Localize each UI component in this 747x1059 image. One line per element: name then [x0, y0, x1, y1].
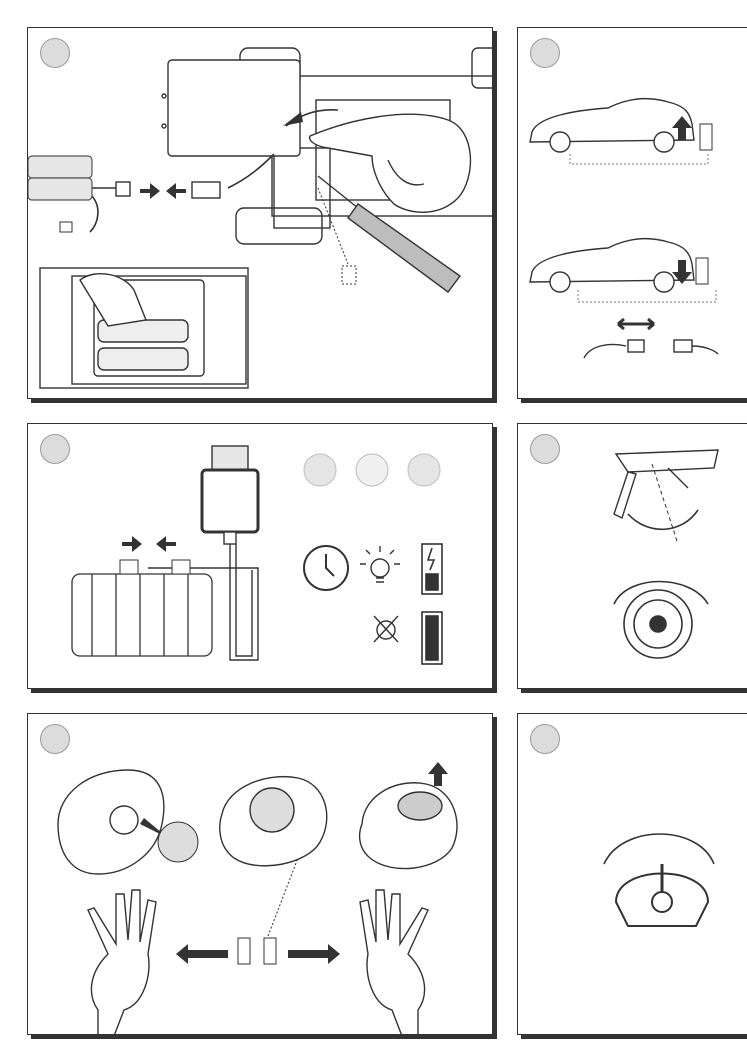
- spoiler-wheel-illustration: [518, 424, 747, 689]
- panel-battery-install: [27, 27, 493, 399]
- arrow-up-icon: [428, 762, 448, 786]
- connector-socket-icon: [192, 182, 220, 198]
- plug-detail-icon: [408, 454, 440, 486]
- connector-plug-icon: [116, 182, 130, 196]
- left-hand-icon: [88, 890, 156, 1035]
- arrow-right-icon: [122, 536, 142, 552]
- arrow-left-icon: [176, 944, 228, 964]
- adapter-icon: [304, 454, 336, 486]
- car-height-illustration: [518, 28, 747, 399]
- usb-charging-illustration: [28, 424, 493, 689]
- aa-batteries-inset: [40, 268, 248, 388]
- panel-car-height: [517, 27, 747, 399]
- arrow-left-icon: [156, 536, 176, 552]
- battery-full-icon: [422, 612, 442, 664]
- panel-spoiler-wheel: [517, 423, 747, 689]
- wheel-icon: [624, 590, 692, 658]
- panel-usb-charging: [27, 423, 493, 689]
- screw-icon: [342, 266, 356, 284]
- outlet-icon: [356, 454, 388, 486]
- connector-icon: [584, 340, 718, 358]
- bulb-off-icon: [374, 616, 398, 642]
- battery-install-illustration: [28, 28, 493, 399]
- double-arrow-icon: [618, 319, 654, 329]
- arrow-right-icon: [140, 183, 160, 199]
- arrow-left-icon: [166, 183, 186, 199]
- car-raised-icon: [530, 99, 694, 152]
- right-hand-icon: [360, 890, 428, 1035]
- battery-pack-icon: [28, 156, 92, 200]
- trim-dial-illustration: [518, 714, 747, 1035]
- switch-right-icon: [264, 938, 276, 964]
- battery-box-icon: [168, 60, 300, 156]
- trim-dial-icon: [616, 864, 708, 926]
- panel-controller-hand: [27, 713, 493, 1035]
- clock-icon: [304, 546, 348, 590]
- rotate-arrow-icon: [604, 834, 714, 864]
- battery-pack-icon: [72, 574, 212, 656]
- rotate-arrow-icon: [628, 510, 698, 529]
- wheel-knob-icon: [158, 822, 198, 862]
- bulb-icon: [360, 546, 400, 582]
- switch-down-icon: [696, 258, 708, 284]
- panel-trim-dial: [517, 713, 747, 1035]
- usb-plug-icon: [202, 446, 258, 544]
- arrow-right-icon: [288, 944, 340, 964]
- hand-icon: [310, 114, 471, 212]
- controller-hand-illustration: [28, 714, 493, 1035]
- switch-left-icon: [238, 938, 250, 964]
- switch-up-icon: [700, 124, 712, 150]
- car-lowered-icon: [530, 239, 694, 292]
- battery-charging-icon: [422, 544, 442, 594]
